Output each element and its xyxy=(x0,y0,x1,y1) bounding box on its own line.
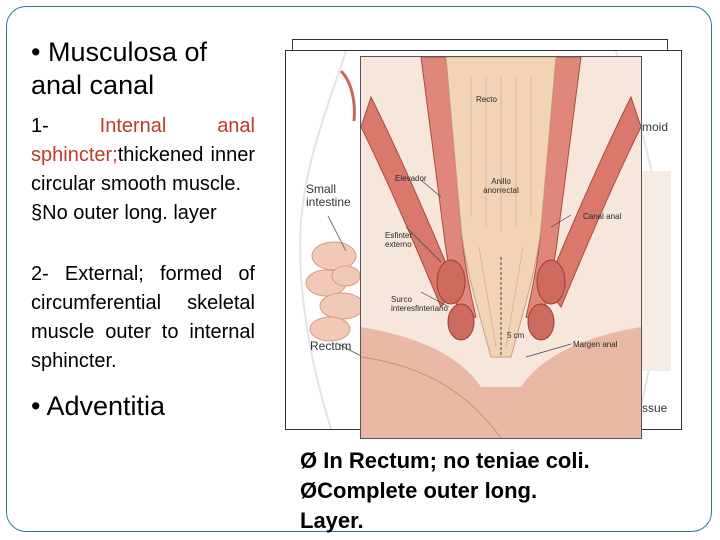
rectum-note-layer: Layer. xyxy=(300,508,364,533)
internal-prefix: 1- xyxy=(31,115,49,137)
internal-sphincter-paragraph: 1- Internal anal sphincter;thickened inn… xyxy=(31,112,255,199)
label-anillo-anorrectal: Anillo anorrectal xyxy=(483,177,519,195)
label-tissue-partial: ssue xyxy=(642,401,668,415)
label-5cm: 5 cm xyxy=(507,331,525,340)
adventitia-bullet: • Adventitia xyxy=(31,391,166,421)
slide-frame xyxy=(6,6,712,532)
external-sphincter-paragraph: 2- External; formed of circumferential s… xyxy=(31,263,255,372)
label-rectum: Rectum xyxy=(310,339,352,353)
no-outer-layer-note: §No outer long. layer xyxy=(31,202,217,224)
label-canal-anal: Canal anal xyxy=(583,212,622,221)
label-esfinter-externo: Esfinter externo xyxy=(385,231,413,249)
label-small-intestine: Small intestine xyxy=(306,182,351,209)
back-illustration-edge xyxy=(292,39,668,51)
anal-canal-illustration: Recto Elevador Anillo anorrectal Esfinte… xyxy=(360,56,642,439)
rectum-note-outer-long: ØComplete outer long. xyxy=(300,478,538,503)
label-sigmoid-partial: moid xyxy=(642,120,669,134)
label-elevador: Elevador xyxy=(395,174,427,183)
label-margen-anal: Margen anal xyxy=(573,340,618,349)
rectum-notes: Ø In Rectum; no teniae coli. ØComplete o… xyxy=(300,446,700,536)
internal-sphincter-name: Internal anal sphincter; xyxy=(31,115,255,166)
heading-musculosa: • Musculosa of anal canal xyxy=(31,37,208,100)
label-recto: Recto xyxy=(476,95,497,104)
label-surco-interesfinteriano: Surco interesfinteriano xyxy=(391,295,448,313)
internal-sphincter-desc: thickened inner circular smooth muscle. xyxy=(31,144,255,195)
left-text-column: • Musculosa of anal canal 1- Internal an… xyxy=(31,36,255,423)
anal-canal-drawing xyxy=(361,57,641,438)
rectum-note-teniae: Ø In Rectum; no teniae coli. xyxy=(300,448,590,473)
